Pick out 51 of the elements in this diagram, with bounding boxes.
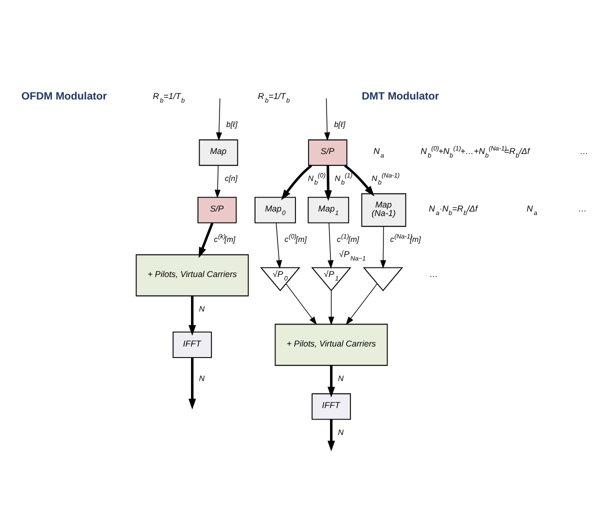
arrow xyxy=(324,165,332,201)
label: … xyxy=(580,146,588,156)
label: R$_{b}$=1/T$_{b}$ xyxy=(258,91,290,105)
node-box: IFFT xyxy=(172,332,212,358)
edge-label: N xyxy=(198,374,205,383)
arrow xyxy=(276,222,282,269)
arrow xyxy=(286,283,317,326)
label: N$_{a}$ xyxy=(526,204,538,218)
edge-label: N xyxy=(198,304,205,314)
edge-label: c[n] xyxy=(224,174,238,183)
edge-label: N xyxy=(338,374,344,383)
label: … xyxy=(429,268,438,279)
edge-label: c$^{(k)}$[m] xyxy=(214,233,236,244)
edge-label: c$^{(1)}$[m] xyxy=(336,233,360,244)
edge-label: c$^{(Na-1)}$[m] xyxy=(390,233,421,244)
arrow xyxy=(380,226,386,269)
label: R$_{b}$=1/T$_{b}$ xyxy=(152,91,185,105)
label: DMT Modulator xyxy=(362,90,440,102)
arrow xyxy=(328,222,334,269)
node-box: Map$_{0}$ xyxy=(254,196,296,224)
arrow xyxy=(216,98,222,141)
arrow xyxy=(188,296,196,336)
node-triangle xyxy=(362,267,404,292)
node-box: Map xyxy=(198,139,238,166)
node-box: IFFT xyxy=(312,393,351,420)
label: N$_{b}$$^{(0)}$+N$_{b}$$^{(1)}$+…+N$_{b}$$^{(Na-1)}$=R$_{b}$/Δf xyxy=(420,146,530,160)
label: N$_{a}$·N$_{b}$=R$_{b}$/Δf xyxy=(428,204,478,218)
edge-label: N xyxy=(338,428,344,437)
arrow xyxy=(281,164,312,200)
node-box: Map (Na-1) xyxy=(361,193,406,227)
node-box: + Pilots, Virtual Carriers xyxy=(136,254,249,296)
label: … xyxy=(578,204,587,214)
arrow xyxy=(344,164,374,196)
arrow xyxy=(214,165,221,198)
node-box: Map$_{1}$ xyxy=(308,196,350,224)
node-box: + Pilots, Virtual Carriers xyxy=(274,324,388,366)
edge-label: c$^{(0)}$[m] xyxy=(284,233,307,244)
arrow xyxy=(328,419,335,451)
arrow xyxy=(328,366,335,398)
edge-label: b[ℓ] xyxy=(226,120,238,129)
arrow xyxy=(328,290,334,326)
label: OFDM Modulator xyxy=(21,90,107,102)
label: N$_{a}$ xyxy=(373,146,384,160)
arrow xyxy=(198,222,214,258)
edge-label: b[ℓ] xyxy=(334,120,346,129)
arrow xyxy=(346,283,378,326)
node-box: S/P xyxy=(308,139,348,166)
arrow xyxy=(188,358,196,410)
node-box: S/P xyxy=(197,196,237,224)
arrow xyxy=(324,98,330,141)
node-label: √P$_{Na−1}$ xyxy=(339,248,366,262)
